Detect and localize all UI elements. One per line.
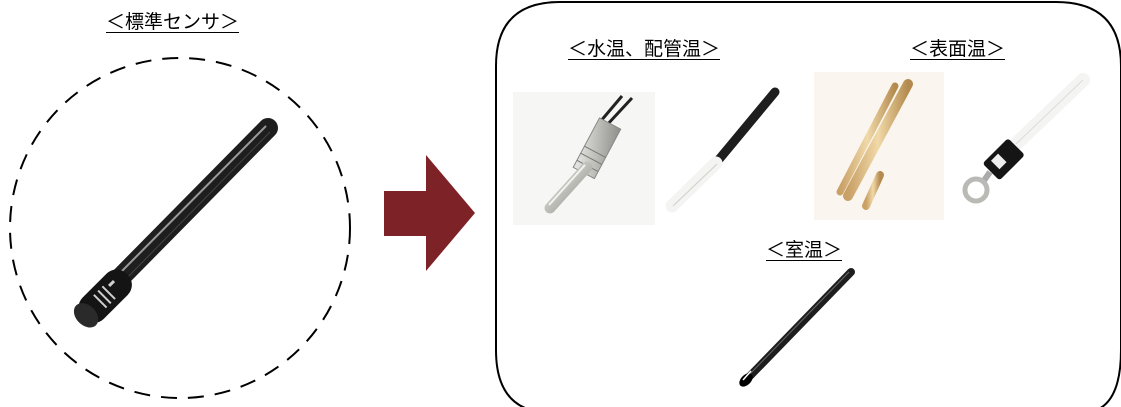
surface-temp-label: ＜表面温＞ [910,38,1006,60]
standard-sensor-image [73,118,278,328]
sensor-options-container [495,1,1121,407]
room-temp-label: ＜室温＞ [766,239,843,261]
water-temp-sensor-threaded-image [513,92,655,225]
surface-temp-sensor-brass-image [814,72,944,220]
pipe-temp-sensor-sleeved-image [665,87,780,213]
surface-temp-sensor-ring-image [962,73,1090,204]
standard-sensor-dashed-circle [9,57,351,399]
room-temp-sensor-image [739,268,855,387]
water-pipe-temp-label: ＜水温、配管温＞ [568,38,721,60]
right-arrow [384,155,475,271]
standard-sensor-label: ＜標準センサ＞ [106,11,240,33]
